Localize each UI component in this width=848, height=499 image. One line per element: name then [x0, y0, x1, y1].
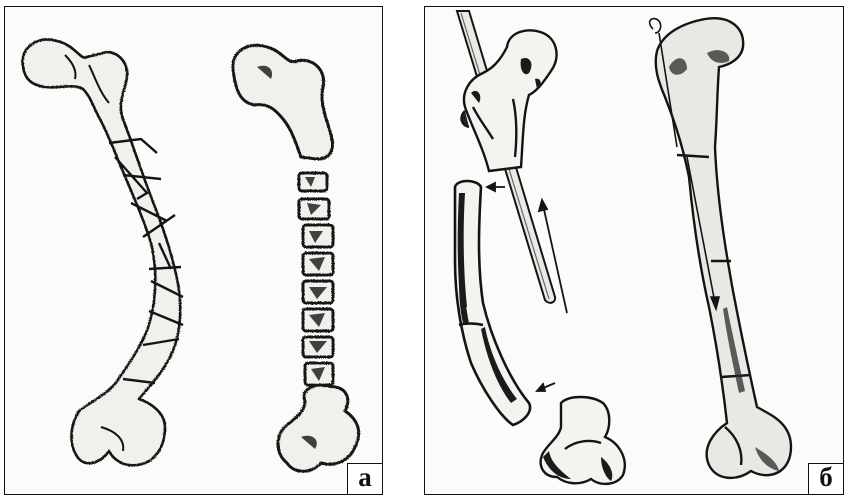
panel-label-b: б: [808, 463, 844, 495]
panel-b-illustration: [425, 7, 844, 495]
panel-a: а: [4, 6, 383, 495]
panel-a-illustration: [5, 7, 383, 495]
panel-b: б: [424, 6, 844, 495]
panel-label-a: а: [347, 463, 383, 495]
assembled-femur: [656, 18, 791, 478]
segmented-femur: [233, 45, 359, 471]
curved-femur-fractured: [22, 39, 180, 465]
